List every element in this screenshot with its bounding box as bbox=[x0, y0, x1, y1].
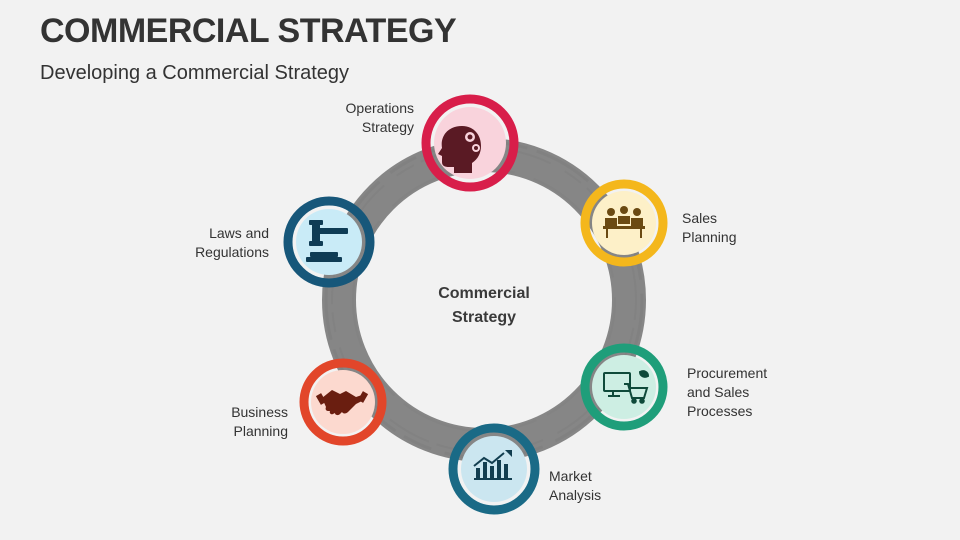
label-business-planning: Business Planning bbox=[231, 404, 288, 439]
node-market-analysis bbox=[448, 423, 540, 515]
label-market-analysis: Market Analysis bbox=[549, 468, 602, 503]
gavel-icon bbox=[306, 220, 348, 262]
node-business-planning bbox=[299, 358, 387, 446]
slide-subtitle: Developing a Commercial Strategy bbox=[40, 62, 350, 84]
slide-title: COMMERCIAL STRATEGY bbox=[40, 12, 457, 50]
handshake-icon bbox=[315, 390, 369, 416]
label-procurement: Procurement and Sales Processes bbox=[687, 365, 768, 419]
label-sales-planning: Sales Planning bbox=[682, 210, 737, 245]
node-operations-strategy bbox=[421, 94, 519, 192]
node-laws-regulations bbox=[283, 196, 375, 288]
head-gears-icon bbox=[438, 126, 481, 173]
team-meeting-icon bbox=[603, 206, 645, 238]
center-label: Commercial Strategy bbox=[438, 285, 530, 326]
node-procurement bbox=[580, 343, 668, 431]
online-shopping-icon bbox=[603, 370, 650, 404]
label-operations-strategy: Operations Strategy bbox=[345, 100, 414, 135]
growth-chart-icon bbox=[473, 450, 512, 480]
node-sales-planning bbox=[580, 179, 668, 267]
label-laws-regulations: Laws and Regulations bbox=[195, 225, 269, 260]
